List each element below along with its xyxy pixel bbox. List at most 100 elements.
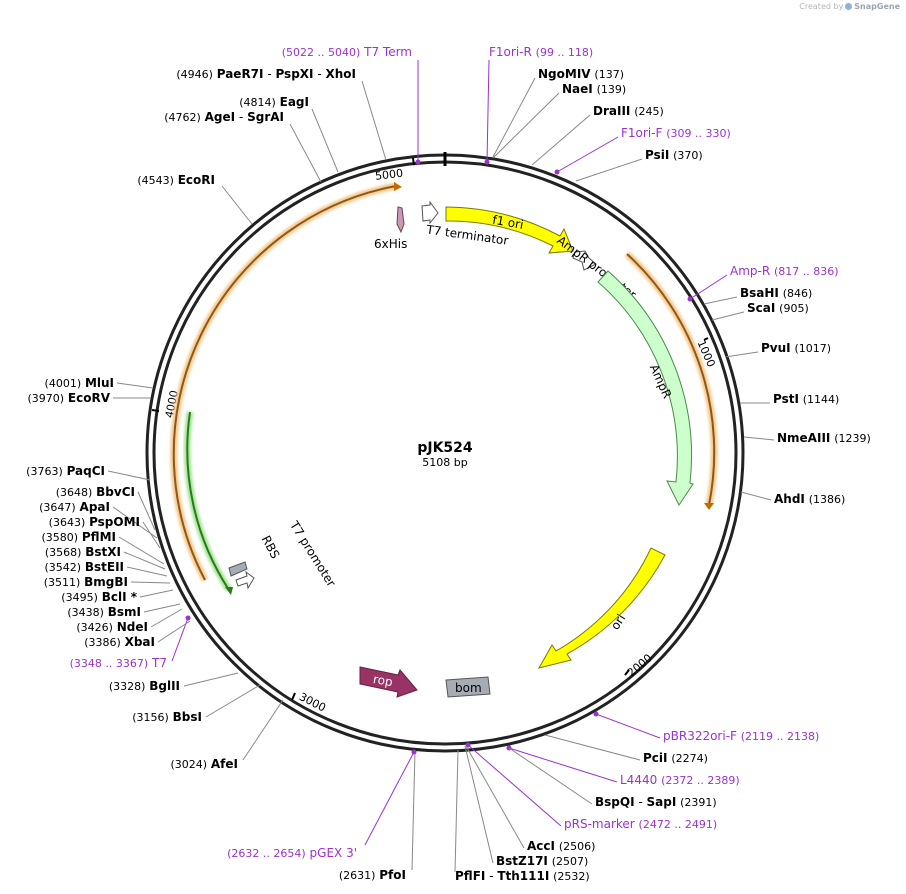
- site-label-scai[interactable]: ScaI (905): [747, 301, 809, 315]
- site-label-bglii[interactable]: (3328) BglII: [109, 679, 180, 693]
- feature-f1-ori[interactable]: [445, 206, 574, 254]
- feature-ampr-promoter[interactable]: [572, 250, 597, 271]
- site-label-t7[interactable]: (3348 .. 3367) T7: [70, 656, 167, 670]
- site-naei-pos: (139): [597, 83, 627, 96]
- feature-bom[interactable]: [445, 676, 491, 698]
- site-label-ecorv[interactable]: (3970) EcoRV: [28, 391, 111, 405]
- feature-rop[interactable]: [359, 666, 418, 698]
- site-bmgbi-name: BmgBI: [84, 575, 128, 589]
- site-label-eagi[interactable]: (4814) EagI: [239, 95, 309, 109]
- leader-line-scai: [711, 311, 745, 321]
- site-label-bsteii[interactable]: (3542) BstEII: [44, 560, 124, 574]
- feature-t7-terminator[interactable]: [421, 200, 439, 225]
- site-label-f1orif[interactable]: F1ori-F (309 .. 330): [621, 126, 731, 140]
- site-label-bmgbi[interactable]: (3511) BmgBI: [44, 575, 128, 589]
- site-label-bbsi[interactable]: (3156) BbsI: [132, 710, 202, 724]
- watermark-prefix: Created by: [799, 2, 844, 11]
- site-label-ngomiv[interactable]: NgoMIV (137): [538, 67, 624, 81]
- feature-ori[interactable]: [537, 547, 666, 669]
- feature-label-rbs: RBS: [259, 533, 283, 561]
- orf-ampr-arc: [626, 253, 716, 506]
- tick-label-2000: 2000: [625, 651, 655, 679]
- site-label-l4440[interactable]: L4440 (2372 .. 2389): [620, 773, 740, 787]
- site-bstxi-pos: (3568): [45, 546, 82, 559]
- site-bbsi-name: BbsI: [173, 710, 202, 724]
- site-label-pflmi[interactable]: (3580) PflMI: [41, 530, 116, 544]
- site-naei-name: NaeI: [562, 82, 593, 96]
- site-label-bstxi[interactable]: (3568) BstXI: [45, 545, 121, 559]
- site-label-paer7i[interactable]: (4946) PaeR7I - PspXI - XhoI: [176, 67, 356, 81]
- site-label-draiii[interactable]: DraIII (245): [593, 104, 664, 118]
- feature-t7-promoter[interactable]: [235, 570, 255, 590]
- site-label-pflfi[interactable]: PflFI - Tth111I (2532): [455, 869, 590, 883]
- site-label-afei[interactable]: (3024) AfeI: [170, 757, 238, 771]
- site-bsteii-name: BstEII: [85, 560, 124, 574]
- orf-insert-arrow-icon: [394, 182, 402, 191]
- leader-line-pspomi: [142, 521, 161, 549]
- site-label-pfoi[interactable]: (2631) PfoI: [339, 868, 406, 882]
- site-label-paqci[interactable]: (3763) PaqCI: [26, 464, 105, 478]
- site-label-ndei[interactable]: (3426) NdeI: [76, 620, 148, 634]
- site-label-pgex3[interactable]: (2632 .. 2654) pGEX 3': [227, 846, 357, 860]
- feature-rbs[interactable]: [228, 561, 248, 577]
- site-label-ampr[interactable]: Amp-R (817 .. 836): [730, 264, 839, 278]
- leader-line-psii: [575, 158, 643, 182]
- site-pfoi-pos: (2631): [339, 869, 376, 882]
- leader-line-afei: [242, 699, 284, 761]
- site-label-mlui[interactable]: (4001) MluI: [45, 376, 114, 390]
- site-bsahi-pos: (846): [783, 287, 813, 300]
- site-label-bsahi[interactable]: BsaHI (846): [740, 286, 812, 300]
- tick-label-5000: 5000: [374, 167, 403, 183]
- site-label-pspomi[interactable]: (3643) PspOMI: [49, 515, 140, 529]
- leader-line-xbai: [157, 620, 191, 643]
- site-label-bcli[interactable]: (3495) BclI *: [61, 590, 137, 604]
- site-pbr322-name: pBR322ori-F: [663, 729, 737, 743]
- site-agei-name2: SgrAI: [247, 110, 284, 124]
- site-bglii-pos: (3328): [109, 680, 146, 693]
- site-label-pvui[interactable]: PvuI (1017): [761, 341, 831, 355]
- site-pcii-pos: (2274): [671, 752, 708, 765]
- site-label-bspqi[interactable]: BspQI - SapI (2391): [595, 795, 717, 809]
- site-label-f1orir[interactable]: F1ori-R (99 .. 118): [489, 45, 593, 59]
- site-acci-name: AccI: [527, 839, 555, 853]
- leader-line-bstxi: [123, 551, 166, 570]
- site-bspqi-name2: SapI: [647, 795, 677, 809]
- site-label-bbvci[interactable]: (3648) BbvCI: [56, 485, 135, 499]
- feature-label-6xhis: 6xHis: [374, 237, 407, 251]
- site-ecorv-pos: (3970): [28, 392, 65, 405]
- site-label-ecori[interactable]: (4543) EcoRI: [137, 173, 215, 187]
- site-pflfi-pos: (2532): [553, 870, 590, 883]
- site-label-pcii[interactable]: PciI (2274): [643, 751, 708, 765]
- site-nmeaiii-pos: (1239): [834, 432, 871, 445]
- site-label-prsmarker[interactable]: pRS-marker (2472 .. 2491): [564, 817, 717, 831]
- site-label-acci[interactable]: AccI (2506): [527, 839, 595, 853]
- site-xbai-name: XbaI: [125, 635, 155, 649]
- site-f1orir-pos: (99 .. 118): [536, 46, 594, 59]
- site-label-apai[interactable]: (3647) ApaI: [39, 500, 110, 514]
- site-bstz17i-name: BstZ17I: [496, 854, 548, 868]
- leader-line-pflmi: [118, 536, 165, 565]
- orf-ampr-arrow-icon: [704, 503, 714, 510]
- leader-line-pgex3: [364, 751, 415, 846]
- site-label-psti[interactable]: PstI (1144): [773, 392, 839, 406]
- site-label-nmeaiii[interactable]: NmeAIII (1239): [777, 431, 871, 445]
- site-label-t7term[interactable]: (5022 .. 5040) T7 Term: [282, 45, 412, 59]
- feature-6xhis[interactable]: [396, 206, 405, 234]
- leader-line-paer7i: [361, 80, 387, 161]
- site-label-bstz17i[interactable]: BstZ17I (2507): [496, 854, 588, 868]
- feature-ampr[interactable]: [597, 270, 694, 506]
- site-label-ahdi[interactable]: AhdI (1386): [774, 492, 845, 506]
- site-label-bsmi[interactable]: (3438) BsmI: [67, 605, 141, 619]
- leader-line-naei: [493, 92, 560, 158]
- site-pvui-name: PvuI: [761, 341, 791, 355]
- site-label-naei[interactable]: NaeI (139): [562, 82, 626, 96]
- site-psii-pos: (370): [673, 149, 703, 162]
- site-ahdi-pos: (1386): [809, 493, 846, 506]
- site-label-agei[interactable]: (4762) AgeI - SgrAI: [164, 110, 284, 124]
- site-label-psii[interactable]: PsiI (370): [645, 148, 703, 162]
- site-bbvci-name: BbvCI: [96, 485, 135, 499]
- site-afei-pos: (3024): [170, 758, 207, 771]
- site-label-xbai[interactable]: (3386) XbaI: [84, 635, 155, 649]
- site-label-pbr322[interactable]: pBR322ori-F (2119 .. 2138): [663, 729, 819, 743]
